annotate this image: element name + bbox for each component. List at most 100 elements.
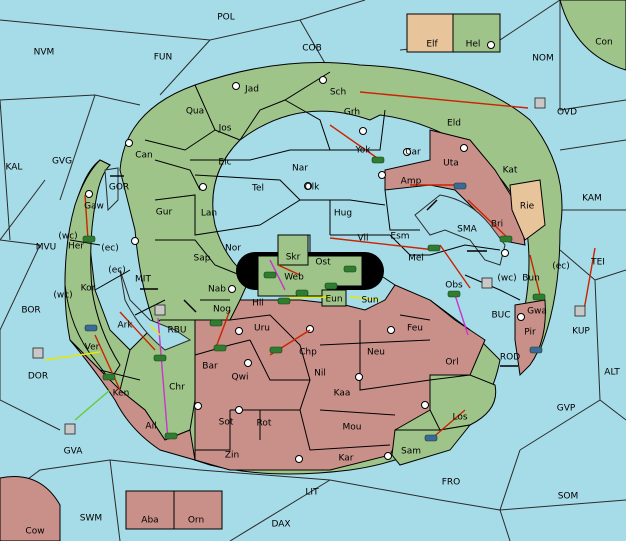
- label-GVP: GVP: [557, 404, 576, 414]
- red-west-region: [69, 339, 196, 461]
- label-Sap: Sap: [194, 254, 211, 264]
- label-ALT: ALT: [604, 368, 620, 378]
- province-eun[interactable]: [321, 289, 347, 307]
- label-Pir: Pir: [524, 328, 536, 338]
- label-FUN: FUN: [154, 53, 173, 63]
- label-DOR: DOR: [28, 372, 48, 382]
- label-Eld: Eld: [447, 119, 461, 129]
- label-DAX: DAX: [271, 520, 290, 530]
- label-Neu: Neu: [367, 348, 385, 358]
- label-SMA: SMA: [457, 225, 477, 235]
- label-Web: Web: [284, 273, 304, 283]
- supply-centers: [85, 41, 525, 463]
- units: [82, 156, 546, 442]
- label-Nab: Nab: [208, 285, 226, 295]
- province-skr[interactable]: [277, 234, 309, 266]
- label-SWM: SWM: [80, 514, 102, 524]
- label-Uta: Uta: [443, 159, 459, 169]
- label-Hug: Hug: [334, 209, 352, 219]
- label-BOR: BOR: [21, 306, 40, 316]
- label-Los: Los: [452, 413, 467, 423]
- label-TEI: TEI: [590, 258, 605, 268]
- label-Nor: Nor: [225, 244, 241, 254]
- label-GVG: GVG: [52, 157, 72, 167]
- label-Nar: Nar: [292, 164, 308, 174]
- label-ec1: (ec): [101, 244, 119, 254]
- label-Gur: Gur: [156, 208, 173, 218]
- province-orn[interactable]: [173, 490, 223, 530]
- label-Chr: Chr: [169, 383, 185, 393]
- sea-gor-channel[interactable]: [104, 167, 119, 212]
- label-Gwa: Gwa: [527, 307, 547, 317]
- label-COB: COB: [302, 44, 322, 54]
- order-arrows: [44, 91, 596, 441]
- label-Chp: Chp: [299, 348, 317, 358]
- label-MIT: MIT: [135, 275, 151, 285]
- label-Yok: Yok: [354, 146, 371, 156]
- fleet-markers: [32, 97, 586, 435]
- province-aba[interactable]: [125, 490, 175, 530]
- label-Vil: Vil: [358, 234, 369, 244]
- label-Tel: Tel: [251, 184, 264, 194]
- label-Kar: Kar: [339, 454, 354, 464]
- label-Aba: Aba: [141, 516, 158, 526]
- label-Sch: Sch: [330, 88, 346, 98]
- label-Hel: Hel: [466, 40, 481, 50]
- label-GOR: GOR: [109, 183, 129, 193]
- label-Can: Can: [135, 151, 153, 161]
- sea-mit-rbu[interactable]: [119, 269, 192, 351]
- label-wc1: (wc): [58, 232, 77, 242]
- label-Jad: Jad: [244, 85, 259, 95]
- label-Qua: Qua: [186, 107, 204, 117]
- label-Jos: Jos: [218, 124, 232, 134]
- label-Elf: Elf: [426, 40, 438, 50]
- label-Amp: Amp: [401, 177, 422, 187]
- label-Lan: Lan: [201, 209, 217, 219]
- label-Uru: Uru: [254, 324, 270, 334]
- label-Orl: Orl: [445, 358, 458, 368]
- label-NOM: NOM: [532, 54, 554, 64]
- left-arm: [64, 159, 121, 381]
- label-Bar: Bar: [202, 362, 218, 372]
- label-Rot: Rot: [257, 419, 272, 429]
- label-Ail: Ail: [145, 422, 156, 432]
- label-RBU: RBU: [167, 326, 186, 336]
- label-Rie: Rie: [520, 202, 535, 212]
- label-Cow: Cow: [25, 527, 44, 537]
- province-rie[interactable]: [509, 179, 546, 241]
- label-Bun: Bun: [522, 274, 540, 284]
- label-Ost: Ost: [315, 258, 331, 268]
- province-borders: [69, 71, 521, 451]
- label-Sun: Sun: [361, 296, 378, 306]
- label-Kor: Kor: [81, 284, 96, 294]
- province-cow[interactable]: [0, 476, 61, 541]
- label-Sot: Sot: [219, 418, 234, 428]
- label-Kaa: Kaa: [334, 389, 351, 399]
- label-Skr: Skr: [286, 253, 301, 263]
- label-Kat: Kat: [503, 166, 518, 176]
- channel-markers: [110, 175, 518, 367]
- sea-labels: POL NVM FUN COB NOM Con OVD KAL GVG GOR …: [6, 13, 621, 537]
- label-ec2: (ec): [108, 266, 126, 276]
- label-Ken: Ken: [113, 389, 130, 399]
- label-KAM: KAM: [582, 194, 602, 204]
- label-SOM: SOM: [558, 492, 579, 502]
- label-BUC: BUC: [491, 311, 510, 321]
- label-Con: Con: [595, 38, 613, 48]
- label-Bri: Bri: [491, 220, 503, 230]
- label-Mel: Mel: [408, 254, 424, 264]
- land-labels: Elf Hel Jad Sch Qua Grh Eld Jos Can Yok …: [53, 40, 569, 526]
- label-wc2: (wc): [497, 274, 516, 284]
- label-KUP: KUP: [572, 327, 590, 337]
- province-elf[interactable]: [406, 13, 454, 53]
- province-sam[interactable]: [391, 424, 472, 466]
- label-Zin: Zin: [225, 451, 239, 461]
- label-LIT: LIT: [305, 488, 319, 498]
- label-Feu: Feu: [407, 324, 423, 334]
- label-Elc: Elc: [218, 158, 231, 168]
- label-NVM: NVM: [34, 48, 55, 58]
- label-Sam: Sam: [401, 447, 421, 457]
- label-Ver: Ver: [85, 343, 100, 353]
- label-Her: Her: [68, 242, 84, 252]
